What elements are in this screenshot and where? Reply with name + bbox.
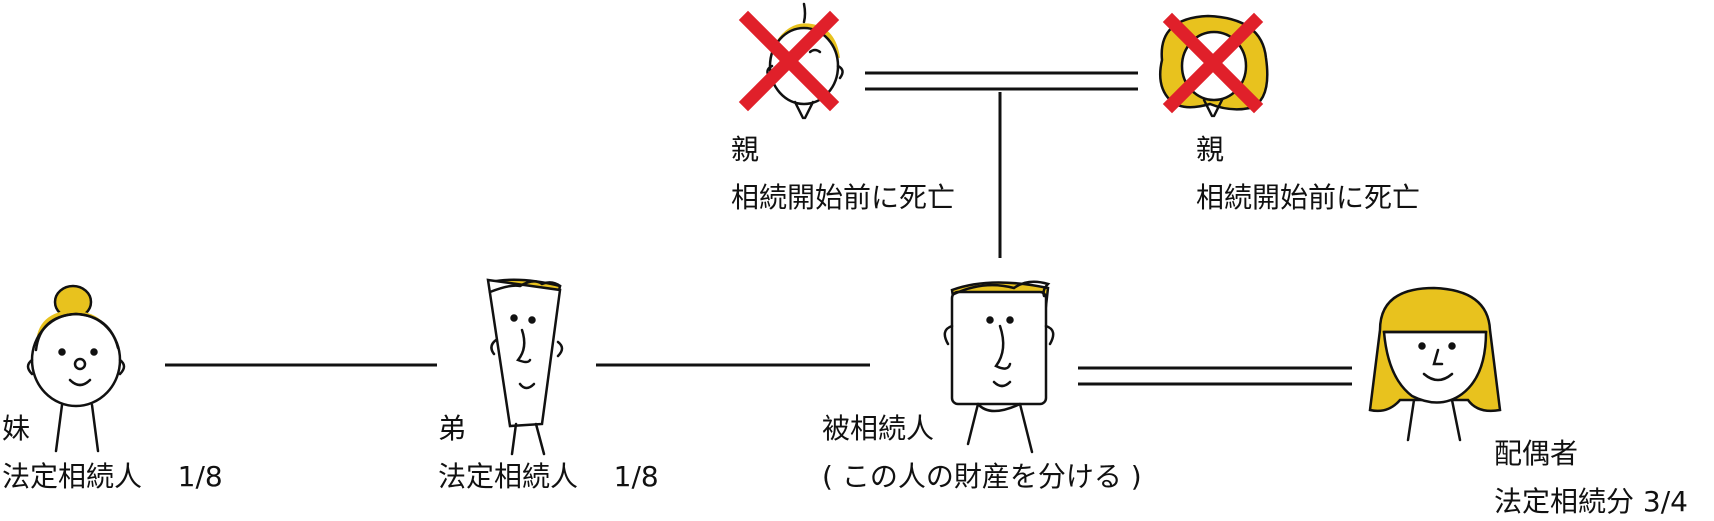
brother-share: 1/8 (613, 460, 659, 493)
cross-mark-icon (738, 10, 840, 112)
decedent-figure (943, 280, 1055, 454)
parent-father-role: 親 (731, 133, 760, 166)
sister-share: 1/8 (177, 460, 223, 493)
sister-label: 妹 法定相続人 1/8 (2, 412, 223, 494)
marriage-line-parents (865, 71, 1138, 91)
brother-status-line: 法定相続人 1/8 (438, 460, 659, 494)
sister-role: 妹 (2, 412, 31, 445)
cross-mark-icon (1162, 12, 1264, 114)
parent-mother-role: 親 (1196, 133, 1225, 166)
spouse-figure (1368, 286, 1502, 442)
sister-status-line: 法定相続人 1/8 (2, 460, 223, 494)
marriage-line-spouse (1078, 366, 1352, 386)
spouse-label: 配偶者 法定相続分 3/4 (1494, 437, 1688, 519)
decedent-label: 被相続人 ( この人の財産を分ける ) (822, 412, 1142, 494)
decedent-note: ( この人の財産を分ける ) (822, 460, 1142, 493)
brother-label: 弟 法定相続人 1/8 (438, 412, 659, 494)
spouse-role: 配偶者 (1494, 437, 1579, 470)
brother-role: 弟 (438, 412, 467, 445)
parent-father-label: 親 相続開始前に死亡 (731, 133, 955, 215)
parent-father-status: 相続開始前に死亡 (731, 181, 956, 214)
brother-figure (486, 278, 564, 456)
brother-status: 法定相続人 (438, 460, 579, 493)
spouse-share: 法定相続分 3/4 (1494, 485, 1688, 518)
sister-status: 法定相続人 (2, 460, 143, 493)
decedent-role: 被相続人 (822, 412, 935, 445)
parent-mother-label: 親 相続開始前に死亡 (1196, 133, 1420, 215)
parent-mother-status: 相続開始前に死亡 (1196, 181, 1421, 214)
sister-figure (26, 284, 126, 453)
